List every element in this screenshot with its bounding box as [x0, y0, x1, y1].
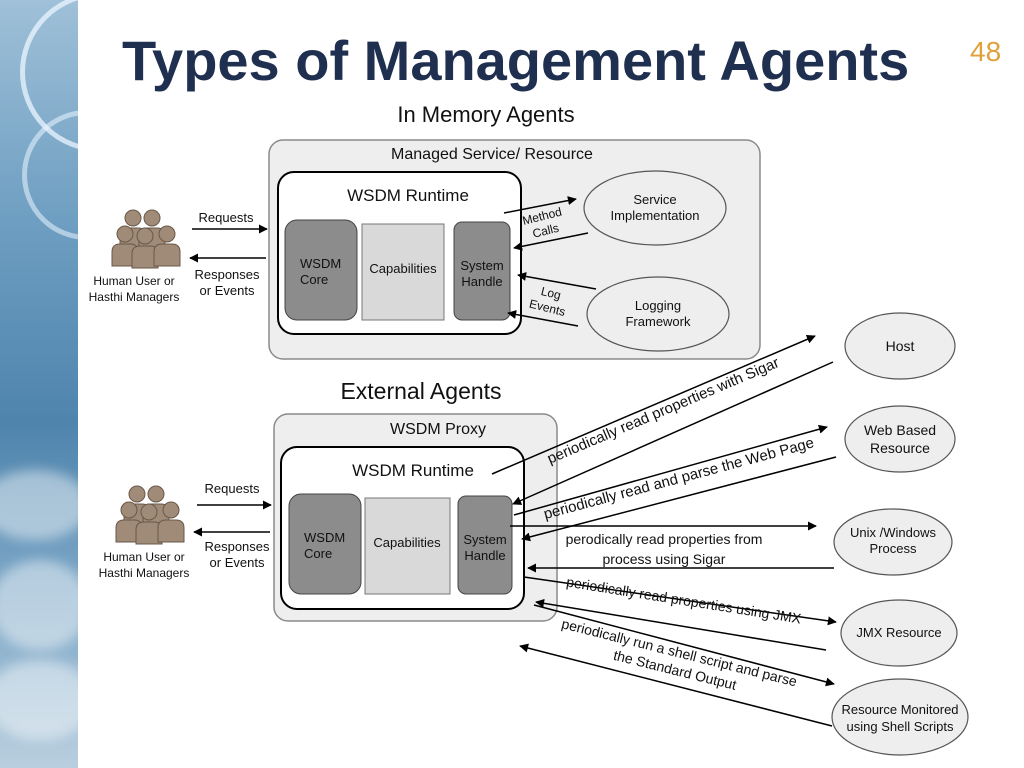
- svg-text:Host: Host: [886, 338, 915, 354]
- system-handle-box: System Handle: [457, 495, 513, 595]
- decorative-sidebar: [0, 0, 78, 768]
- shell-scripts-resource-ellipse: Resource Monitored using Shell Scripts: [831, 678, 969, 756]
- jmx-arrow-out: [523, 576, 837, 626]
- human-users-icon-bottom: [115, 485, 185, 545]
- capabilities-box: Capabilities: [361, 223, 445, 321]
- shell-connection-label: periodically run a shell script and pars…: [560, 615, 799, 693]
- svg-text:System: System: [460, 258, 503, 273]
- human-user-label: Hasthi Managers: [89, 290, 180, 304]
- svg-text:Process: Process: [870, 541, 917, 556]
- decorative-cloud: [0, 560, 78, 650]
- process-connection-label: perodically read properties from: [566, 531, 763, 547]
- slide-title: Types of Management Agents: [122, 29, 910, 92]
- unix-windows-process-ellipse: Unix /Windows Process: [833, 508, 953, 576]
- svg-text:Capabilities: Capabilities: [369, 261, 437, 276]
- decorative-cloud: [0, 660, 78, 740]
- shell-arrow-out: [533, 604, 835, 687]
- responses-label: Responses: [204, 539, 270, 554]
- svg-text:Framework: Framework: [625, 314, 691, 329]
- responses-label: or Events: [200, 283, 255, 298]
- responses-label: or Events: [210, 555, 265, 570]
- human-users-icon-top: [111, 209, 181, 269]
- svg-text:Core: Core: [300, 272, 328, 287]
- decorative-cloud: [0, 470, 78, 540]
- method-calls-arrow-in: [513, 232, 589, 251]
- svg-text:Resource: Resource: [870, 440, 930, 456]
- svg-text:Capabilities: Capabilities: [373, 535, 441, 550]
- web-page-arrow-out: [513, 424, 828, 516]
- svg-text:System: System: [463, 532, 506, 547]
- sigar-arrow-out: [491, 335, 816, 475]
- web-based-resource-ellipse: Web Based Resource: [844, 405, 956, 473]
- jmx-connection-label: periodically read properties using JMX: [565, 574, 803, 627]
- svg-text:Web Based: Web Based: [864, 422, 936, 438]
- requests-label: Requests: [205, 481, 260, 496]
- jmx-arrow-in: [535, 598, 827, 651]
- svg-text:using Shell Scripts: using Shell Scripts: [847, 719, 954, 734]
- host-ellipse: Host: [844, 312, 956, 380]
- jmx-resource-ellipse: JMX Resource: [840, 599, 958, 667]
- wsdm-core-box: WSDM Core: [288, 493, 362, 595]
- svg-text:Unix /Windows: Unix /Windows: [850, 525, 936, 540]
- requests-label: Requests: [199, 210, 254, 225]
- in-memory-heading: In Memory Agents: [397, 102, 574, 127]
- sigar-arrow-in: [512, 361, 834, 505]
- log-events-arrow-lower: [507, 310, 579, 327]
- service-implementation-ellipse: Service Implementation: [583, 170, 727, 246]
- method-calls-arrow-out: [503, 196, 577, 214]
- shell-arrow-in: [519, 643, 833, 727]
- responses-label: Responses: [194, 267, 260, 282]
- svg-text:Handle: Handle: [464, 548, 505, 563]
- system-handle-box: System Handle: [453, 221, 511, 321]
- wsdm-proxy-label: WSDM Proxy: [390, 421, 486, 438]
- human-user-label: Human User or: [93, 274, 174, 288]
- wsdm-core-box: WSDM Core: [284, 219, 358, 321]
- capabilities-box: Capabilities: [364, 497, 451, 595]
- svg-text:Logging: Logging: [635, 298, 681, 313]
- svg-text:JMX Resource: JMX Resource: [856, 625, 941, 640]
- log-events-arrow-upper: [517, 272, 597, 290]
- svg-text:WSDM: WSDM: [304, 530, 345, 545]
- svg-text:Implementation: Implementation: [611, 208, 700, 223]
- svg-text:WSDM: WSDM: [300, 256, 341, 271]
- svg-text:Handle: Handle: [461, 274, 502, 289]
- wsdm-runtime-label: WSDM Runtime: [347, 186, 469, 205]
- human-user-label: Human User or: [103, 550, 184, 564]
- svg-text:Resource Monitored: Resource Monitored: [841, 702, 958, 717]
- logging-framework-ellipse: Logging Framework: [586, 276, 730, 352]
- svg-text:Calls: Calls: [531, 221, 560, 241]
- page-number: 48: [970, 36, 1002, 67]
- process-connection-label: process using Sigar: [603, 551, 726, 567]
- sigar-connection-label: periodically read properties with Sigar: [545, 354, 782, 467]
- svg-text:Log: Log: [540, 284, 563, 302]
- external-agents-heading: External Agents: [340, 378, 501, 404]
- managed-service-label: Managed Service/ Resource: [391, 146, 593, 163]
- wsdm-runtime-label: WSDM Runtime: [352, 461, 474, 480]
- svg-text:Core: Core: [304, 546, 332, 561]
- svg-text:Service: Service: [633, 192, 676, 207]
- human-user-label: Hasthi Managers: [99, 566, 190, 580]
